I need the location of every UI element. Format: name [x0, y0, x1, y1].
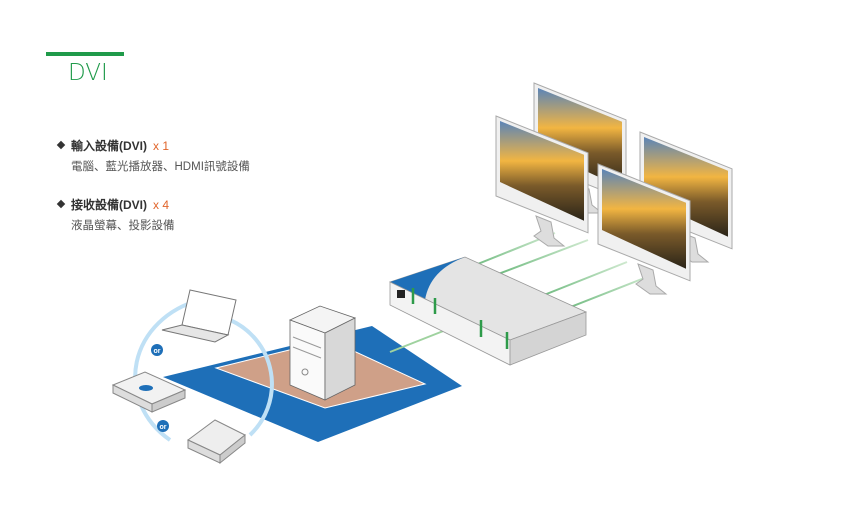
power-port-icon	[397, 290, 405, 298]
laptop-icon	[161, 289, 237, 343]
title-accent-bar	[46, 52, 124, 56]
output-qty: x 4	[153, 198, 170, 212]
svg-text:or: or	[154, 348, 161, 355]
input-label: 輸入設備(DVI)	[71, 139, 147, 153]
svg-text:or: or	[160, 424, 167, 431]
output-desc: 液晶螢幕、投影設備	[71, 220, 175, 232]
monitor-icon	[495, 115, 589, 247]
monitor-icon	[597, 163, 691, 295]
or-badge: or	[151, 344, 163, 356]
or-badge: or	[157, 420, 169, 432]
game-console-icon	[187, 419, 246, 465]
page-title: DVI	[68, 60, 108, 86]
input-qty: x 1	[153, 139, 170, 153]
bluray-player-icon	[111, 371, 187, 413]
source-ring	[133, 298, 274, 442]
pc-tower-icon	[288, 305, 357, 401]
dvi-splitter-icon	[388, 256, 588, 366]
input-desc: 電腦、藍光播放器、HDMI訊號設備	[71, 161, 250, 173]
output-label: 接收設備(DVI)	[71, 198, 147, 212]
